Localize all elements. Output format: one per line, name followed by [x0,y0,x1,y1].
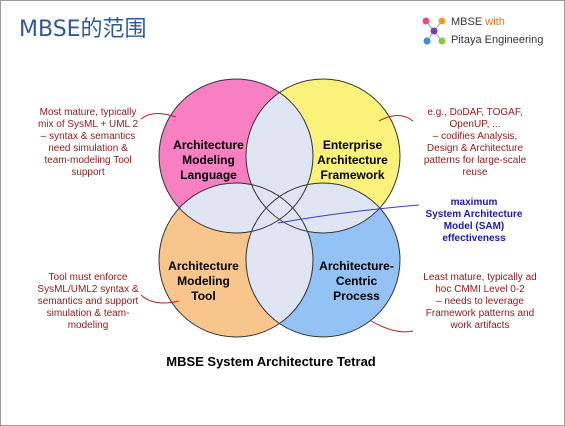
note-tool: Tool must enforce SysML/UML2 syntax & se… [23,272,153,332]
note-line: support [71,167,105,178]
note-line: e.g., DoDAF, TOGAF, [427,107,523,118]
logo-line1: MBSE with [451,16,505,28]
logo-line2: Pitaya Engineering [451,34,544,46]
note-line: hoc CMMI Level 0-2 [435,284,525,295]
note-line: – needs to leverage [436,296,524,307]
diagram-caption: MBSE System Architecture Tetrad [166,354,376,369]
note-language: Most mature, typically mix of SysML + UM… [25,107,151,179]
label-language: Architecture Modeling Language [161,138,256,183]
page-title: MBSE的范围 [19,17,147,42]
note-process: Least mature, typically ad hoc CMMI Leve… [407,272,553,332]
note-line: simulation & team- [46,308,130,319]
note-line: need simulation & [48,143,128,154]
note-line: work artifacts [450,320,510,331]
label-process-line: Architecture- [319,259,394,273]
label-tool-line: Architecture [168,259,239,273]
sam-line: Model (SAM) [443,221,505,232]
note-line: – syntax & semantics [40,131,136,142]
sam-line: effectiveness [442,233,506,244]
note-line: OpenUP, ... [449,119,501,130]
label-process: Architecture- Centric Process [309,259,404,304]
note-line: semantics and support [37,296,139,307]
note-line: Design & Architecture [426,143,524,154]
note-line: reuse [462,167,488,178]
logo-with: with [485,16,505,28]
label-process-line: Centric [335,274,378,288]
note-line: modeling [67,320,109,331]
label-framework-line: Architecture [317,153,388,167]
label-language-line: Language [180,168,237,182]
label-tool-line: Modeling [177,274,230,288]
note-line: patterns for large-scale [423,155,527,166]
connector-tool [140,294,180,304]
note-line: SysML/UML2 syntax & [37,284,139,295]
note-line: Most mature, typically [39,107,137,118]
label-tool-line: Tool [191,289,216,303]
logo-mbse: MBSE [451,16,483,28]
label-framework-line: Enterprise [322,138,383,152]
connector-framework [378,115,414,122]
label-framework-line: Framework [320,168,385,182]
note-line: Tool must enforce [48,272,128,283]
note-line: Least mature, typically ad [423,272,537,283]
pitaya-logo-icon [422,17,446,45]
label-tool: Architecture Modeling Tool [156,259,251,304]
note-line: Framework patterns and [425,308,535,319]
label-framework: Enterprise Architecture Framework [305,138,400,183]
label-process-line: Process [333,289,380,303]
note-line: mix of SysML + UML 2 [37,119,139,130]
sam-line: System Architecture [425,209,523,220]
connector-language [140,113,177,120]
connector-sam [277,204,420,224]
label-language-line: Architecture [173,138,244,152]
sam-line: maximum [450,197,498,208]
label-language-line: Modeling [182,153,235,167]
sam-label: maximum System Architecture Model (SAM) … [419,197,529,245]
note-line: – codifies Analysis, [432,131,518,142]
note-line: team-modeling Tool [44,155,132,166]
connector-process [370,320,414,333]
note-framework: e.g., DoDAF, TOGAF, OpenUP, ... – codifi… [405,107,545,179]
